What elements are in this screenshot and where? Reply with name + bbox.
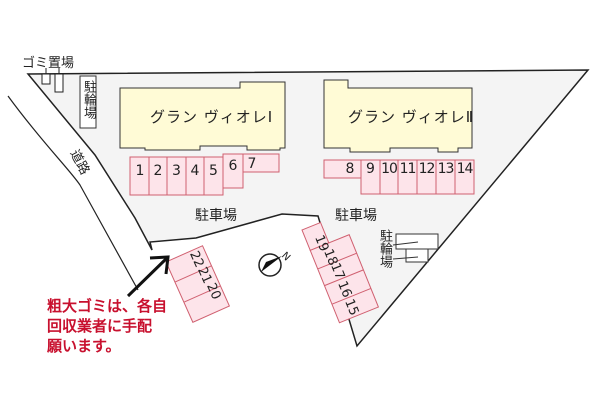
arrow-head-icon <box>149 255 170 275</box>
parking-space: 14 <box>456 161 474 177</box>
parking-space: 2 <box>153 163 163 179</box>
parking-right-label: 駐車場 <box>335 208 377 224</box>
parking-space: 9 <box>366 161 375 177</box>
parking-space: 8 <box>345 161 355 177</box>
parking-space: 1 <box>135 163 145 179</box>
garbage-label: ゴミ置場 <box>22 56 75 71</box>
bike-parking-right-2 <box>405 248 429 263</box>
building-1-name: グラン ヴィオレⅠ <box>150 108 274 126</box>
building-2 <box>323 79 473 153</box>
garbage-box-1 <box>41 73 51 85</box>
building-2-name: グラン ヴィオレⅡ <box>348 108 475 126</box>
road-edge-outer <box>7 95 139 291</box>
parking-space: 5 <box>209 163 218 179</box>
parking-row-b <box>323 159 475 195</box>
building-1 <box>119 81 286 151</box>
parking-space: 6 <box>228 158 238 174</box>
parking-space: 7 <box>247 156 257 172</box>
note-line-1: 粗大ゴミは、各自 <box>47 297 168 315</box>
parking-row-c <box>301 221 380 324</box>
parking-space: 11 <box>399 161 417 177</box>
note-line-2: 回収業者に手配 <box>47 317 153 335</box>
parking-left-label: 駐車場 <box>195 208 237 224</box>
parking-space: 13 <box>437 161 455 177</box>
parking-row-d <box>165 245 231 323</box>
north-arrow-icon: N <box>258 250 292 277</box>
bike-parking-right-1 <box>395 233 439 250</box>
bike-parking-right-label: 駐輪場 <box>377 229 392 268</box>
bulky-garbage-note: 粗大ゴミは、各自 回収業者に手配 願います。 <box>47 296 167 356</box>
note-line-3: 願います。 <box>47 337 121 355</box>
bike-parking-left-label: 駐輪場 <box>81 80 96 119</box>
parking-row-a <box>129 153 280 196</box>
bike-parking-left <box>79 75 97 129</box>
parking-space: 12 <box>418 161 436 177</box>
garbage-box-2 <box>54 73 64 93</box>
parking-space: 3 <box>172 163 181 179</box>
arrow-line <box>126 255 170 298</box>
parking-space: 10 <box>381 161 398 177</box>
parking-space: 4 <box>190 163 200 179</box>
